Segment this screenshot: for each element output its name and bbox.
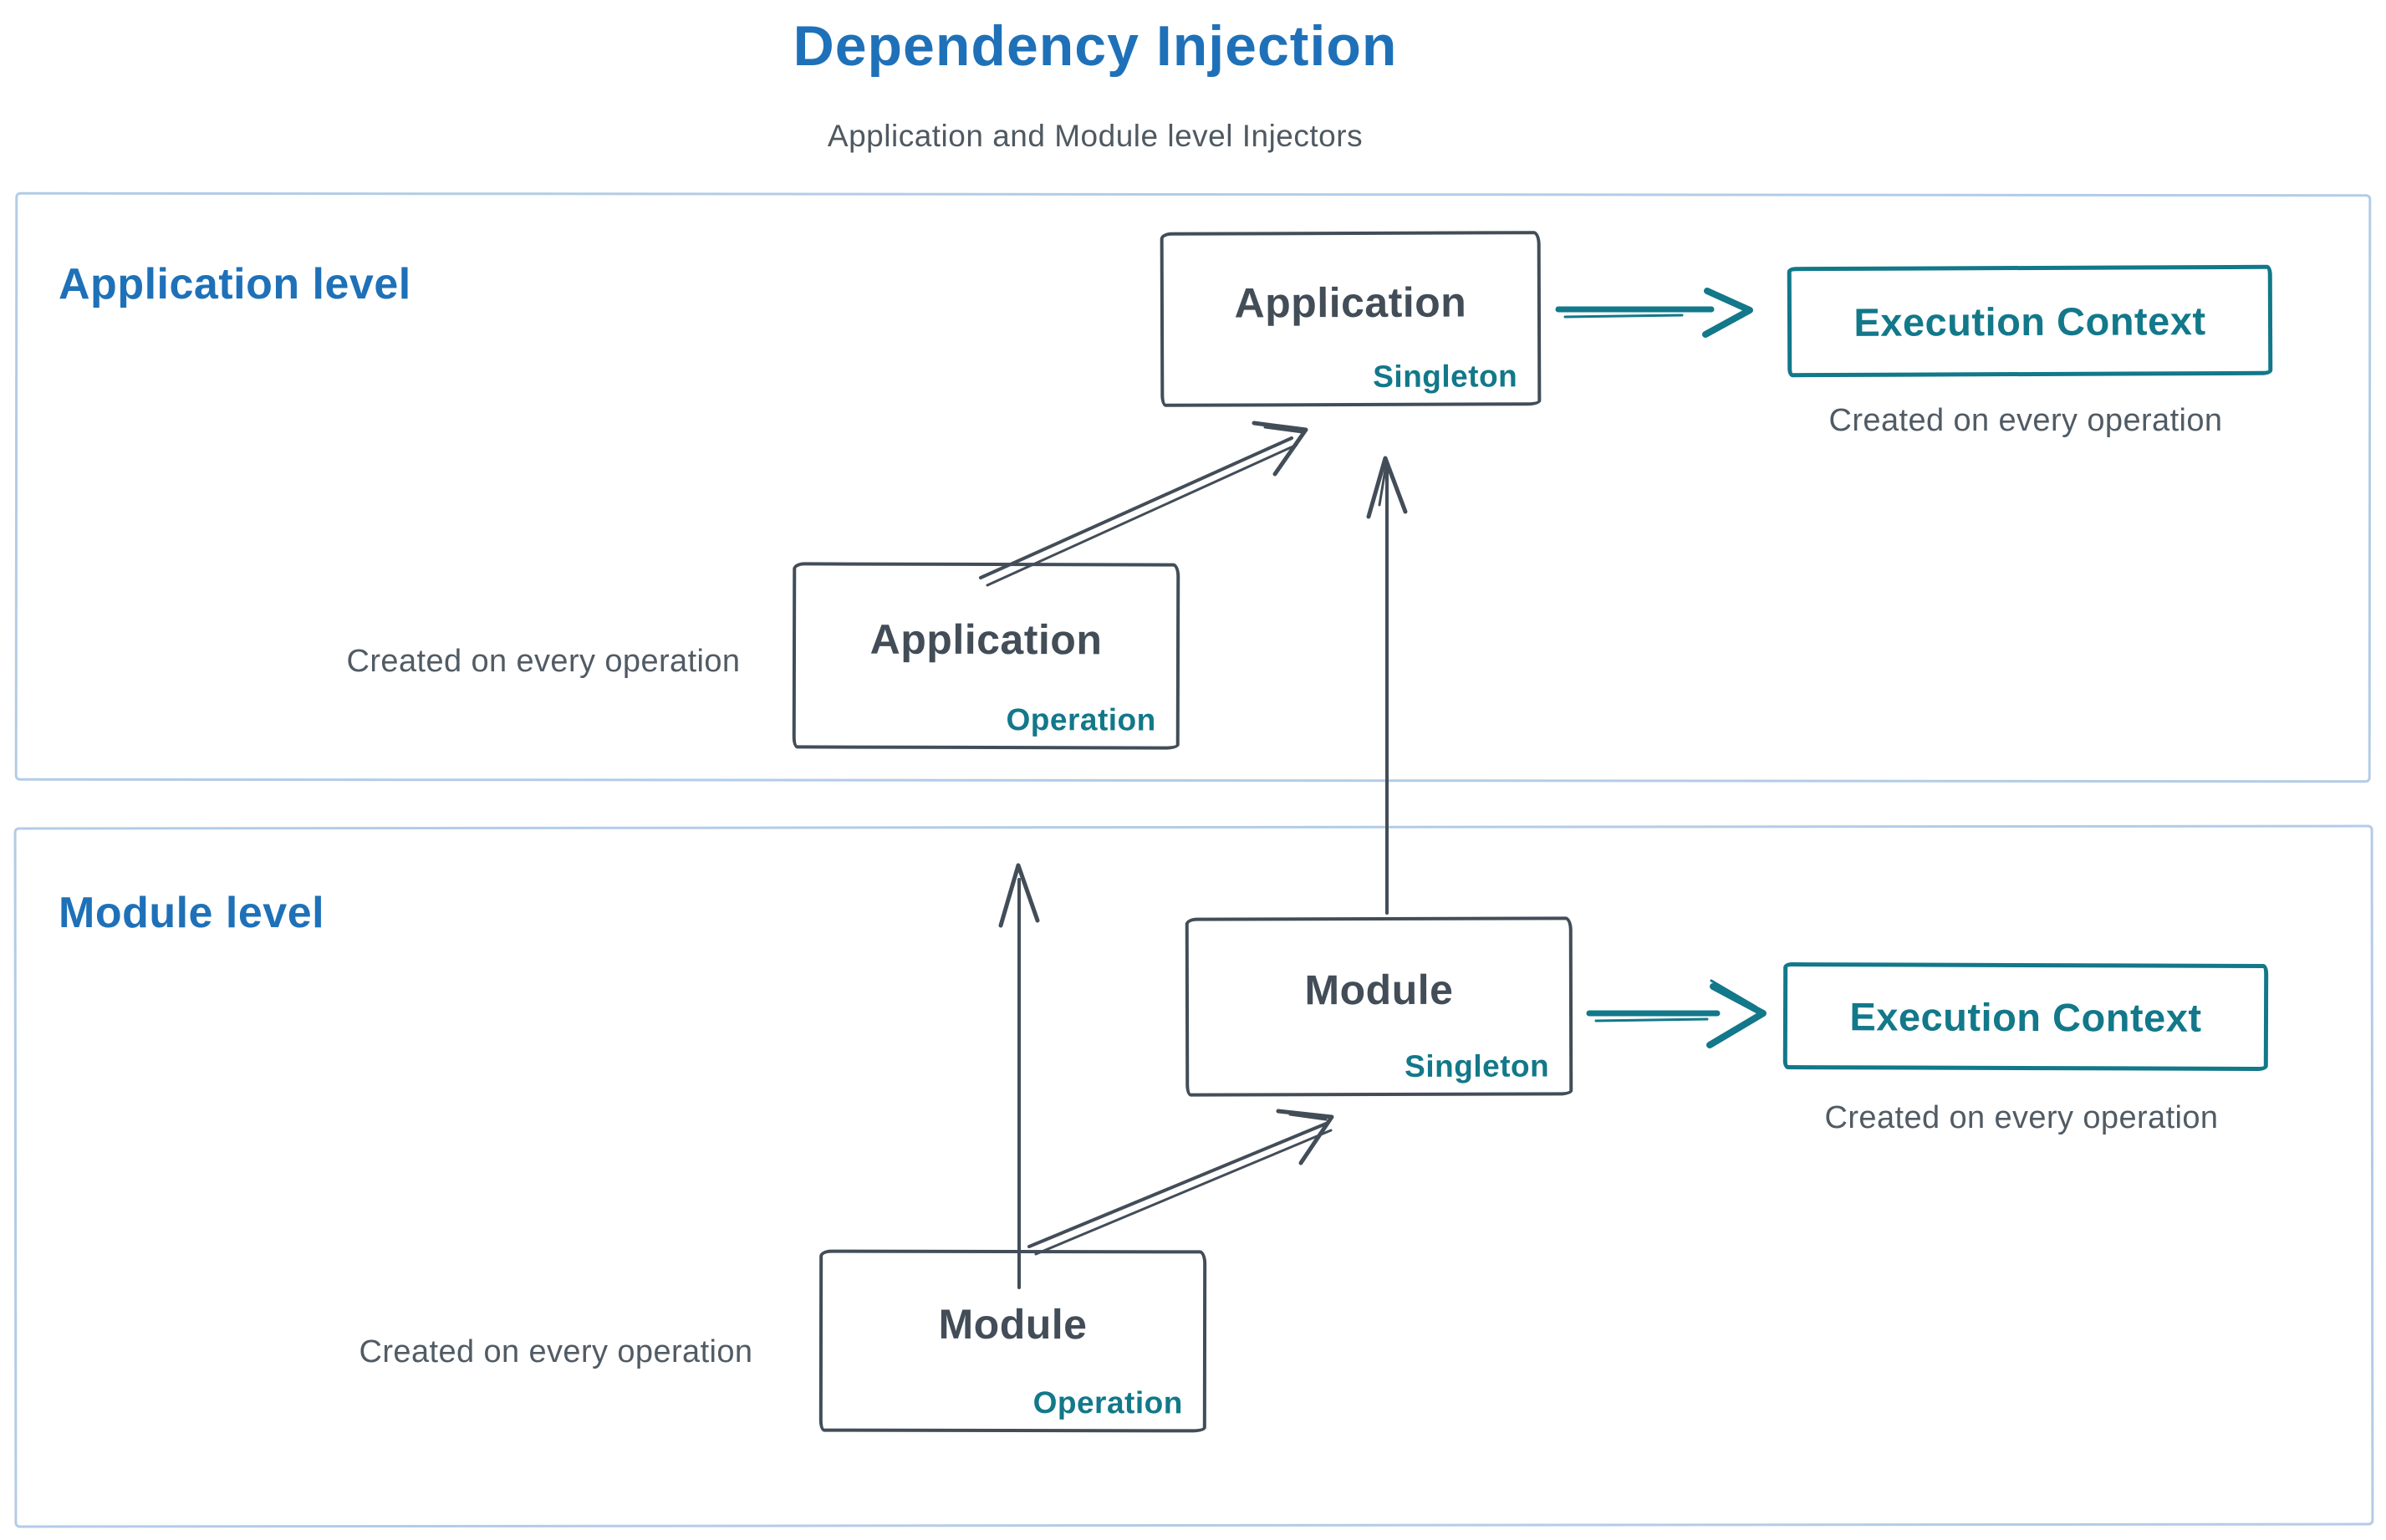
module-level-label: Module level [59, 889, 325, 937]
app-singleton-node: Application Singleton [1160, 231, 1542, 407]
app-execution-caption: Created on every operation [1828, 403, 2223, 438]
module-singleton-node: Module Singleton [1185, 916, 1573, 1097]
application-level-label: Application level [59, 260, 411, 309]
app-operation-node: Application Operation [792, 562, 1180, 750]
module-operation-caption: Created on every operation [359, 1334, 753, 1369]
module-execution-caption: Created on every operation [1824, 1100, 2219, 1135]
module-singleton-scope: Singleton [1405, 1048, 1550, 1084]
app-operation-caption: Created on every operation [346, 644, 741, 679]
module-operation-scope: Operation [1032, 1385, 1183, 1420]
module-execution-context-title: Execution Context [1849, 993, 2202, 1040]
module-execution-context-node: Execution Context [1782, 961, 2269, 1072]
app-execution-context-node: Execution Context [1787, 264, 2273, 378]
app-singleton-scope: Singleton [1373, 359, 1518, 394]
app-operation-scope: Operation [1006, 702, 1156, 737]
diagram-title: Dependency Injection [793, 14, 1398, 78]
diagram-subtitle: Application and Module level Injectors [827, 119, 1364, 153]
app-execution-context-title: Execution Context [1853, 298, 2206, 344]
module-operation-node: Module Operation [818, 1249, 1207, 1433]
